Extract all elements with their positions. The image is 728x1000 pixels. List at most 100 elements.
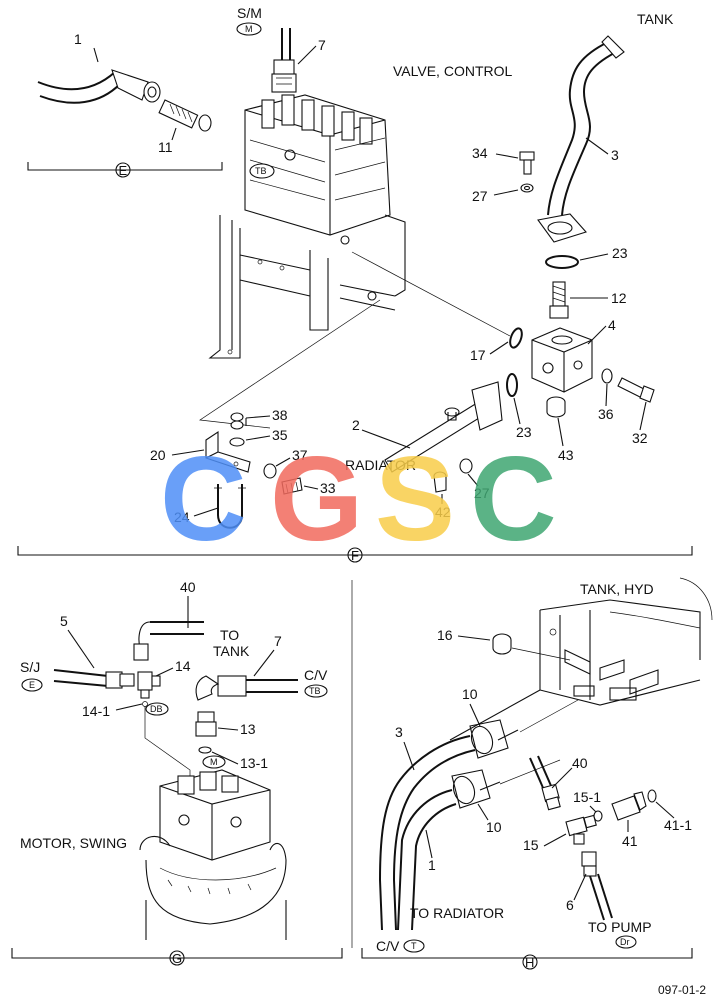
label-part-24: 24	[174, 509, 190, 525]
tee-part-15	[565, 814, 597, 845]
label-part-6: 6	[566, 897, 574, 913]
washer-part-27-top	[520, 183, 534, 193]
caption-valve-control: VALVE, CONTROL	[393, 63, 513, 79]
label-part-10-upper: 10	[462, 686, 478, 702]
caption-sj: S/J	[20, 659, 40, 675]
hose-part-3-view-h	[378, 735, 476, 931]
caption-tank-top: TANK	[637, 11, 674, 27]
caption-sm: S/M	[237, 5, 262, 21]
swing-motor-body	[139, 769, 287, 940]
watermark: C G S C	[160, 432, 557, 566]
label-part-3-top: 3	[611, 147, 619, 163]
hose-part-6	[581, 851, 613, 921]
label-part-2: 2	[352, 417, 360, 433]
hose-part-1-view-h	[397, 789, 457, 931]
label-part-15: 15	[523, 837, 539, 853]
view-marker-f	[347, 547, 363, 563]
watermark-letter-g: G	[270, 432, 363, 566]
label-part-20: 20	[150, 447, 166, 463]
tank-pipe-part-3	[537, 35, 625, 243]
label-part-13-1: 13-1	[240, 755, 268, 771]
view-marker-e	[115, 162, 131, 178]
marker-db-view-g	[145, 702, 169, 716]
o-ring-part-23-low	[506, 373, 518, 397]
label-part-7-view-g: 7	[274, 633, 282, 649]
marker-m-top	[236, 22, 262, 36]
label-part-13: 13	[240, 721, 256, 737]
caption-to-pump: TO PUMP	[588, 919, 652, 935]
label-part-4: 4	[608, 317, 616, 333]
caption-radiator: RADIATOR	[345, 457, 416, 473]
caption-to-tank-2: TANK	[213, 643, 250, 659]
view-letter-f: F	[351, 548, 359, 563]
label-part-14: 14	[175, 658, 191, 674]
label-part-3-view-h: 3	[395, 724, 403, 740]
marker-tb-valve-text: TB	[255, 166, 267, 176]
label-part-40-view-h: 40	[572, 755, 588, 771]
label-part-23-top: 23	[612, 245, 628, 261]
hose-part-40-view-h	[529, 755, 561, 811]
o-ring-part-23-top	[545, 255, 579, 269]
bolt-part-34	[519, 151, 535, 175]
label-part-33: 33	[320, 480, 336, 496]
marker-e-view-g	[21, 678, 43, 692]
valve-mounting-bracket	[208, 214, 406, 359]
view-h: TANK, HYD 16 10	[361, 577, 713, 970]
label-part-42: 42	[435, 504, 451, 520]
marker-db-view-g-text: DB	[150, 704, 163, 714]
hose-part-5	[53, 669, 135, 689]
label-part-7-top: 7	[318, 37, 326, 53]
washer-part-37	[263, 463, 277, 479]
o-ring-part-41-1	[647, 789, 657, 803]
label-part-14-1: 14-1	[82, 703, 110, 719]
label-part-16: 16	[437, 627, 453, 643]
hose-part-7-view-g	[195, 675, 298, 701]
clamp-part-10-upper	[469, 719, 519, 759]
fitting-part-41	[611, 791, 647, 821]
marker-tb-view-g-text: TB	[309, 686, 321, 696]
label-part-43: 43	[558, 447, 574, 463]
label-part-10-lower: 10	[486, 819, 502, 835]
marker-dr-view-h-text: Dr	[620, 937, 630, 947]
control-valve-body	[244, 94, 391, 301]
label-part-27-top: 27	[472, 188, 488, 204]
watermark-letter-c1: C	[160, 432, 247, 566]
watermark-letter-s: S	[375, 432, 455, 566]
label-part-15-1: 15-1	[573, 789, 601, 805]
view-letter-e: E	[119, 163, 128, 178]
connector-part-13	[195, 711, 217, 737]
marker-tb-view-g	[304, 684, 328, 698]
o-ring-part-13-1	[198, 746, 212, 754]
plug-part-43	[546, 396, 566, 418]
nipple-part-11	[158, 99, 212, 132]
label-part-23-low: 23	[516, 424, 532, 440]
caption-to-tank-1: TO	[220, 627, 239, 643]
bolt-part-33	[281, 477, 303, 495]
view-letter-h: H	[525, 955, 534, 970]
tee-part-14	[137, 671, 161, 699]
valve-element-part-12	[549, 281, 569, 319]
hydraulic-tank-body	[449, 577, 713, 741]
nut-part-38	[230, 412, 244, 430]
label-part-27-low: 27	[474, 485, 490, 501]
watermark-letter-c2: C	[470, 432, 557, 566]
label-part-32: 32	[632, 430, 648, 446]
hose-part-40-view-g	[133, 621, 204, 661]
label-part-5: 5	[60, 613, 68, 629]
view-marker-g	[169, 950, 185, 966]
bolt-part-42	[433, 471, 447, 493]
caption-motor-swing: MOTOR, SWING	[20, 835, 127, 851]
radiator-pipe-part-2	[384, 381, 503, 473]
marker-m-view-g	[202, 755, 226, 769]
label-part-1-view-e: 1	[74, 31, 82, 47]
caption-tank-hyd: TANK, HYD	[580, 581, 654, 597]
marker-m-top-text: M	[245, 24, 253, 34]
label-part-34: 34	[472, 145, 488, 161]
washer-part-36	[601, 368, 613, 384]
label-part-17: 17	[470, 347, 486, 363]
marker-m-view-g-text: M	[210, 757, 218, 767]
label-part-40-view-g: 40	[180, 579, 196, 595]
washer-part-35	[229, 437, 245, 447]
label-part-37: 37	[292, 447, 308, 463]
